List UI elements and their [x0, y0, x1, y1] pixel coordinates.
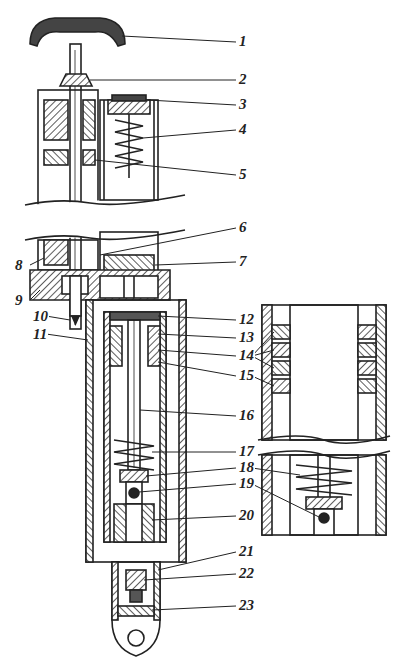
callout-number: 16 [238, 408, 255, 423]
callout-number: 6 [238, 220, 248, 235]
callout-number: 19 [238, 476, 255, 491]
callout-number: 17 [238, 444, 255, 459]
callout-number: 2 [238, 72, 248, 87]
callout-number: 11 [32, 327, 48, 342]
callout-number: 14 [238, 348, 255, 363]
callout-number: 4 [238, 122, 248, 137]
callout-number: 9 [14, 293, 24, 308]
callout-number: 12 [238, 312, 255, 327]
callout-number: 22 [238, 566, 255, 581]
callout-number: 5 [238, 167, 248, 182]
callout-number: 8 [14, 258, 24, 273]
callout-number: 15 [238, 368, 255, 383]
callout-number: 20 [238, 508, 255, 523]
callout-number: 10 [32, 309, 49, 324]
callout-number: 21 [238, 544, 255, 559]
callout-number: 13 [238, 330, 255, 345]
callout-number: 23 [238, 598, 255, 613]
callout-number: 1 [238, 34, 248, 49]
callout-number: 3 [238, 97, 248, 112]
callout-number: 18 [238, 460, 255, 475]
callout-number: 7 [238, 254, 248, 269]
